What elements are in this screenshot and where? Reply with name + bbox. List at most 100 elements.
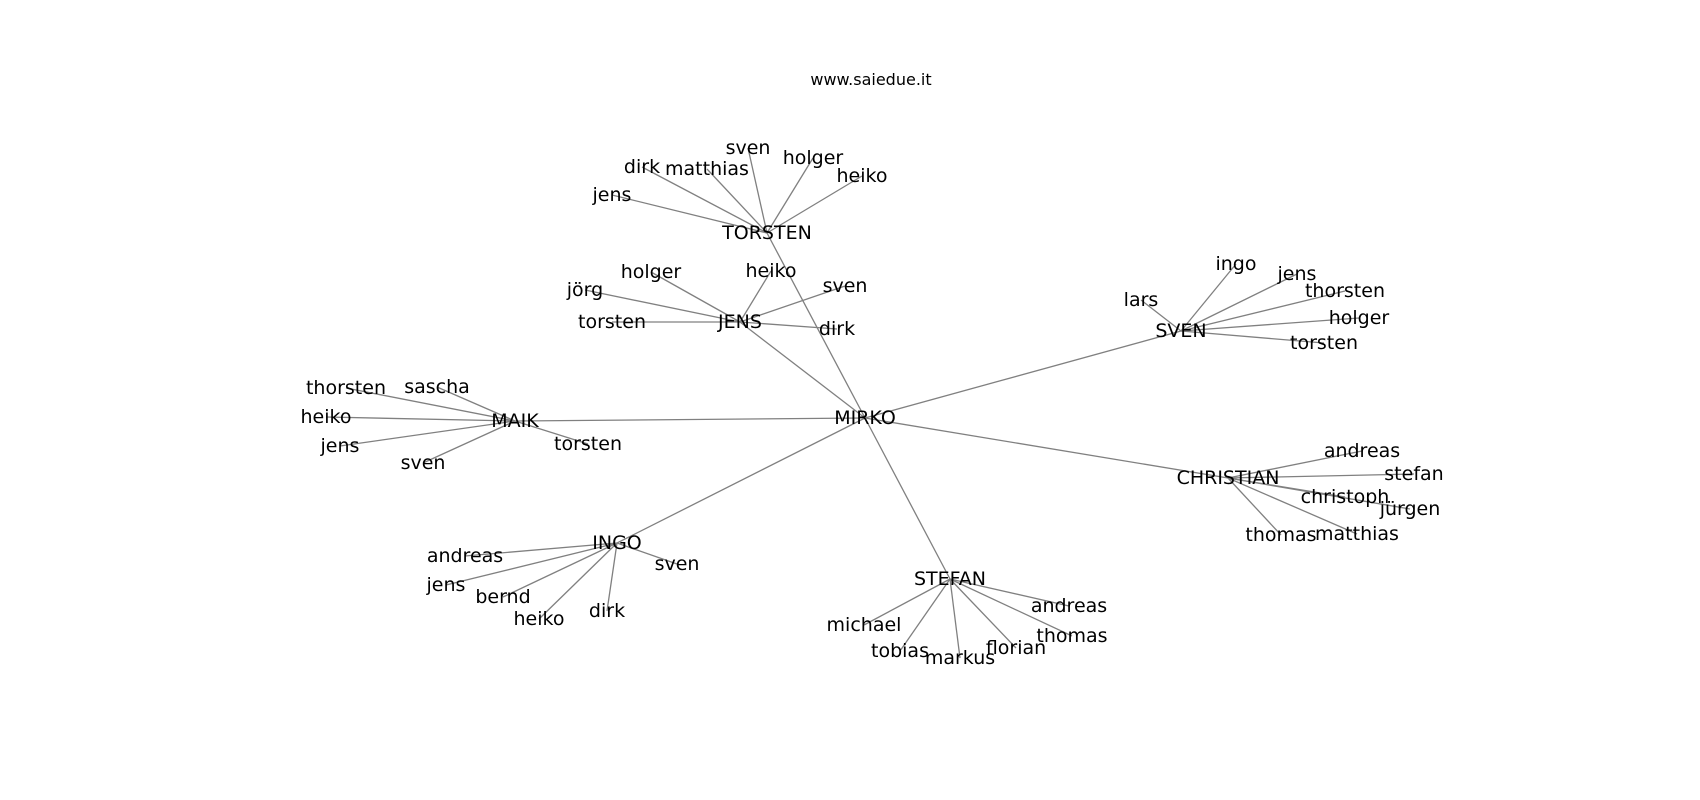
edge-torsten-t_matthias	[706, 168, 768, 234]
node-label-s-jens: jens	[1277, 263, 1317, 285]
edge-maik-m_sascha	[436, 386, 516, 422]
node-label-m-sven: sven	[401, 452, 446, 474]
node-label-st-florian: florian	[986, 637, 1046, 659]
edge-torsten-t_holger	[766, 157, 814, 234]
edge-ingo-i_sven	[616, 542, 678, 565]
node-label-maik: MAIK	[491, 410, 539, 432]
node-label-m-sascha: sascha	[404, 376, 470, 398]
edge-sven-s_jens	[1180, 273, 1298, 332]
edge-sven-s_thorsten	[1180, 290, 1346, 332]
edge-sven-s_lars	[1140, 299, 1182, 332]
node-label-st-andreas: andreas	[1031, 595, 1107, 617]
node-label-c-christoph: christoph	[1301, 486, 1390, 508]
node-label-i-jens: jens	[426, 574, 466, 596]
edge-layer	[325, 147, 1415, 659]
edge-ingo-i_dirk	[606, 542, 618, 612]
edge-maik-m_jens	[339, 420, 516, 447]
node-label-i-heiko: heiko	[514, 608, 565, 630]
node-label-j-torsten: torsten	[578, 311, 646, 333]
edge-mirko-christian	[864, 417, 1229, 479]
node-label-t-matthias: matthias	[665, 158, 749, 180]
node-label-sven: SVEN	[1155, 320, 1206, 342]
node-label-st-michael: michael	[827, 614, 902, 636]
node-label-c-jurgen: jürgen	[1379, 498, 1441, 520]
edge-christian-c_thomas	[1227, 477, 1282, 536]
node-label-j-jorg: jörg	[566, 279, 603, 301]
edge-mirko-jens	[739, 321, 866, 419]
edge-ingo-i_heiko	[538, 542, 618, 620]
edge-maik-m_thorsten	[345, 387, 516, 422]
node-label-s-torsten: torsten	[1290, 332, 1358, 354]
edge-ingo-i_andreas	[464, 542, 618, 557]
node-label-c-thomas: thomas	[1245, 524, 1316, 546]
edge-jens-j_dirk	[739, 321, 838, 330]
edge-maik-m_sven	[422, 420, 516, 464]
edge-jens-j_jorg	[584, 289, 741, 323]
edge-torsten-t_sven	[747, 147, 768, 234]
node-label-stefan: STEFAN	[914, 568, 986, 590]
node-label-st-tobias: tobias	[871, 640, 929, 662]
edge-mirko-ingo	[616, 417, 866, 544]
edge-mirko-sven	[864, 330, 1182, 419]
node-label-t-holger: holger	[783, 147, 844, 169]
edge-christian-c_andreas	[1227, 450, 1363, 479]
edge-christian-c_matthias	[1227, 477, 1358, 535]
node-label-t-heiko: heiko	[837, 165, 888, 187]
edge-mirko-torsten	[766, 232, 866, 419]
edge-maik-m_torsten	[514, 420, 589, 445]
node-label-m-torsten: torsten	[554, 433, 622, 455]
node-label-t-dirk: dirk	[624, 156, 660, 178]
node-label-s-holger: holger	[1329, 307, 1390, 329]
node-label-s-ingo: ingo	[1215, 253, 1256, 275]
node-label-j-holger: holger	[621, 261, 682, 283]
edge-jens-j_holger	[650, 271, 741, 323]
node-label-ingo: INGO	[592, 532, 642, 554]
node-label-m-heiko: heiko	[301, 406, 352, 428]
edge-christian-c_jurgen	[1227, 477, 1411, 510]
node-label-c-stefan: stefan	[1384, 463, 1443, 485]
edge-sven-s_torsten	[1180, 330, 1325, 344]
edge-ingo-i_jens	[445, 542, 618, 586]
node-label-c-matthias: matthias	[1315, 523, 1399, 545]
node-label-i-sven: sven	[655, 553, 700, 575]
edge-ingo-i_bernd	[502, 542, 618, 598]
node-label-mirko: MIRKO	[834, 407, 896, 429]
edge-stefan-st_thomas	[949, 578, 1073, 637]
node-label-m-jens: jens	[320, 435, 360, 457]
node-label-st-markus: markus	[925, 647, 995, 669]
edge-stefan-st_markus	[949, 578, 961, 659]
edge-jens-j_heiko	[739, 270, 772, 323]
edge-jens-j_sven	[739, 285, 846, 323]
edge-torsten-t_dirk	[641, 166, 768, 234]
node-label-j-sven: sven	[823, 275, 868, 297]
node-label-t-sven: sven	[726, 137, 771, 159]
node-label-st-thomas: thomas	[1036, 625, 1107, 647]
edge-stefan-st_michael	[863, 578, 951, 626]
node-label-i-andreas: andreas	[427, 545, 503, 567]
node-label-torsten: TORSTEN	[721, 222, 812, 244]
edge-torsten-t_heiko	[766, 175, 863, 234]
edge-maik-m_heiko	[325, 416, 516, 422]
edge-sven-s_ingo	[1180, 263, 1237, 332]
edge-christian-c_stefan	[1227, 473, 1415, 479]
node-label-s-thorsten: thorsten	[1305, 280, 1385, 302]
edge-mirko-stefan	[864, 417, 951, 580]
node-label-m-thorsten: thorsten	[306, 377, 386, 399]
node-label-t-jens: jens	[592, 184, 632, 206]
edge-stefan-st_andreas	[949, 578, 1070, 607]
node-label-c-andreas: andreas	[1324, 440, 1400, 462]
node-label-i-bernd: bernd	[475, 586, 530, 608]
label-layer: MIRKO TORSTEN JENS SVEN MAIK CHRISTIAN INGO STE…	[301, 137, 1444, 669]
node-label-christian: CHRISTIAN	[1177, 467, 1280, 489]
edge-mirko-maik	[514, 417, 866, 422]
node-label-i-dirk: dirk	[589, 600, 625, 622]
node-label-s-lars: lars	[1124, 289, 1159, 311]
edge-stefan-st_florian	[949, 578, 1017, 649]
edge-stefan-st_tobias	[899, 578, 951, 652]
page-caption: www.saiedue.it	[810, 70, 932, 89]
edge-sven-s_holger	[1180, 317, 1360, 332]
node-label-j-heiko: heiko	[746, 260, 797, 282]
node-label-jens: JENS	[717, 311, 762, 333]
edge-torsten-t_jens	[611, 194, 768, 234]
